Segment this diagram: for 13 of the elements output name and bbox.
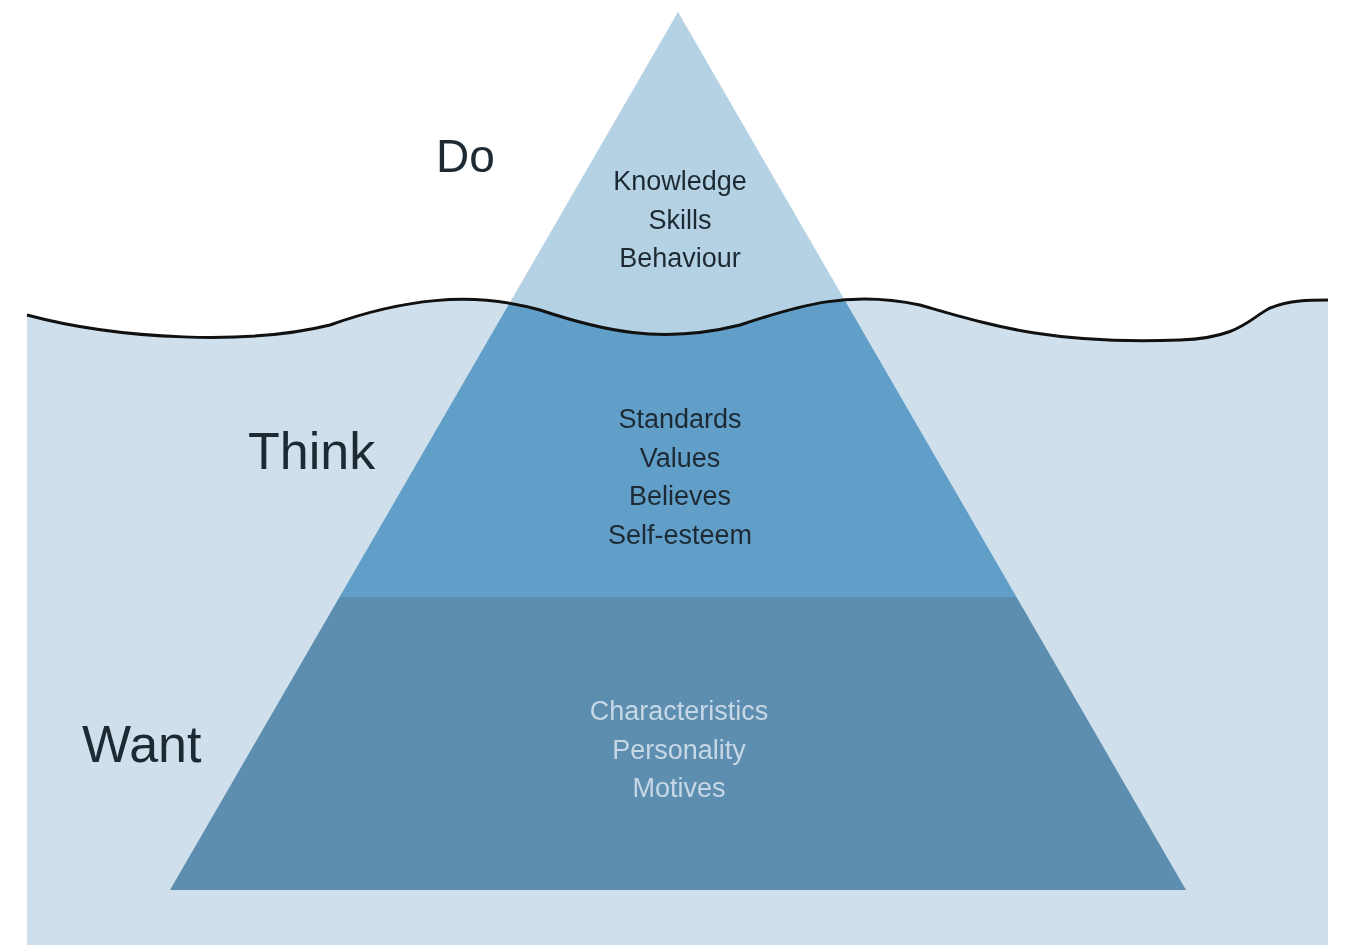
level-label: Think <box>248 425 376 477</box>
layer-text: Knowledge <box>613 165 747 198</box>
layer-text: Standards <box>618 403 742 436</box>
layer-text: Skills <box>648 203 712 237</box>
layer-text: Self-esteem <box>607 518 753 552</box>
layer-text: Characteristics <box>589 695 769 728</box>
layer-text: Motives <box>632 772 726 805</box>
level-label: Do <box>436 133 495 179</box>
layer-text: Personality <box>612 733 746 767</box>
layer-text: Believes <box>628 480 732 513</box>
layer-text: Values <box>639 441 721 475</box>
layer-text: Behaviour <box>619 242 741 275</box>
level-label: Want <box>82 718 202 770</box>
